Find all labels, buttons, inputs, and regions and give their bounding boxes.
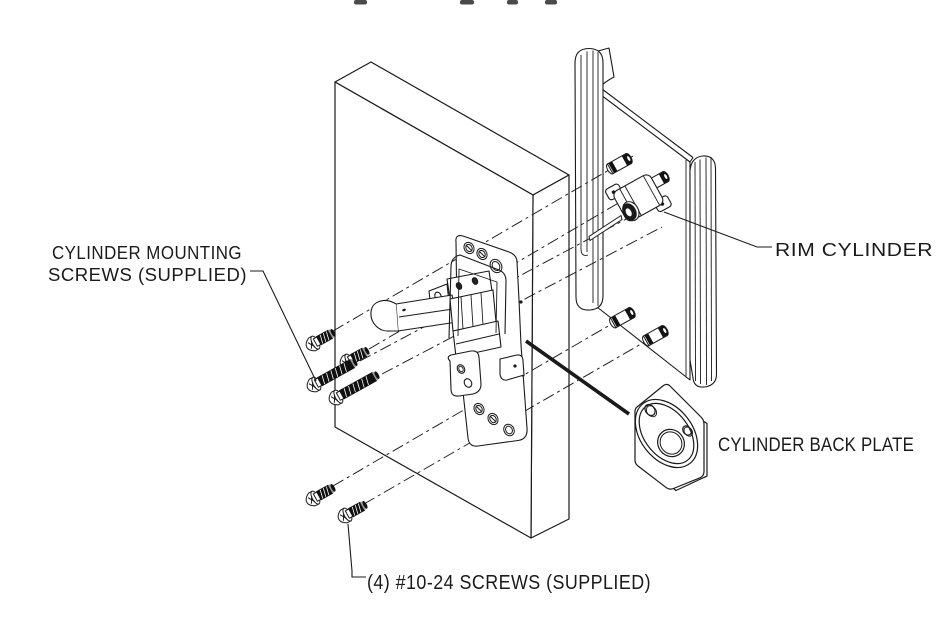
back-plate-cylinder-hole <box>657 428 685 458</box>
leader-lines <box>250 211 772 578</box>
leader-mounting-screws <box>347 523 366 578</box>
back-plate-boss-outer <box>634 398 699 469</box>
leader-cylinder-mounting-screws <box>250 270 317 382</box>
lock-lever-hook <box>370 300 398 332</box>
label-cylinder-mounting-screws-line1: CYLINDER MOUNTING <box>52 243 242 263</box>
rim-cylinder-part <box>605 174 672 222</box>
labels: CYLINDER MOUNTING SCREWS (SUPPLIED) RIM … <box>48 240 933 594</box>
lock-yoke-bracket <box>448 254 507 339</box>
screw-upper-left-1 <box>302 325 339 355</box>
label-rim-cylinder: RIM CYLINDER <box>775 240 933 260</box>
lock-assembly <box>370 235 528 447</box>
back-plate-outline <box>634 383 705 490</box>
cylinder-back-plate-part <box>634 383 708 492</box>
leader-rim-cylinder <box>663 211 772 248</box>
cropped-title-fragment <box>354 0 367 5</box>
lock-side-tab <box>499 354 525 381</box>
cropped-title-fragment <box>507 0 518 5</box>
screw-lower-2 <box>334 497 371 527</box>
label-cylinder-mounting-screws-line2: SCREWS (SUPPLIED) <box>48 265 247 285</box>
lock-latch-bracket <box>447 350 482 397</box>
label-cylinder-back-plate: CYLINDER BACK PLATE <box>718 435 914 456</box>
screw-lower-1 <box>302 480 339 510</box>
cropped-title-fragment <box>545 0 557 5</box>
back-plate-thickness-edge <box>673 421 708 492</box>
label-mounting-screws: (4) #10-24 SCREWS (SUPPLIED) <box>367 572 651 594</box>
right-rail-channel <box>689 155 718 388</box>
cropped-title-fragments <box>354 0 557 5</box>
centerline-cylinder-screw-1 <box>359 216 631 362</box>
cropped-title-fragment <box>460 0 474 5</box>
left-rail-channel <box>574 47 604 311</box>
cylinder-tailpiece <box>588 214 623 242</box>
centerline-cylinder-screw-2 <box>381 226 663 375</box>
back-plate-pointer-line <box>524 339 631 416</box>
